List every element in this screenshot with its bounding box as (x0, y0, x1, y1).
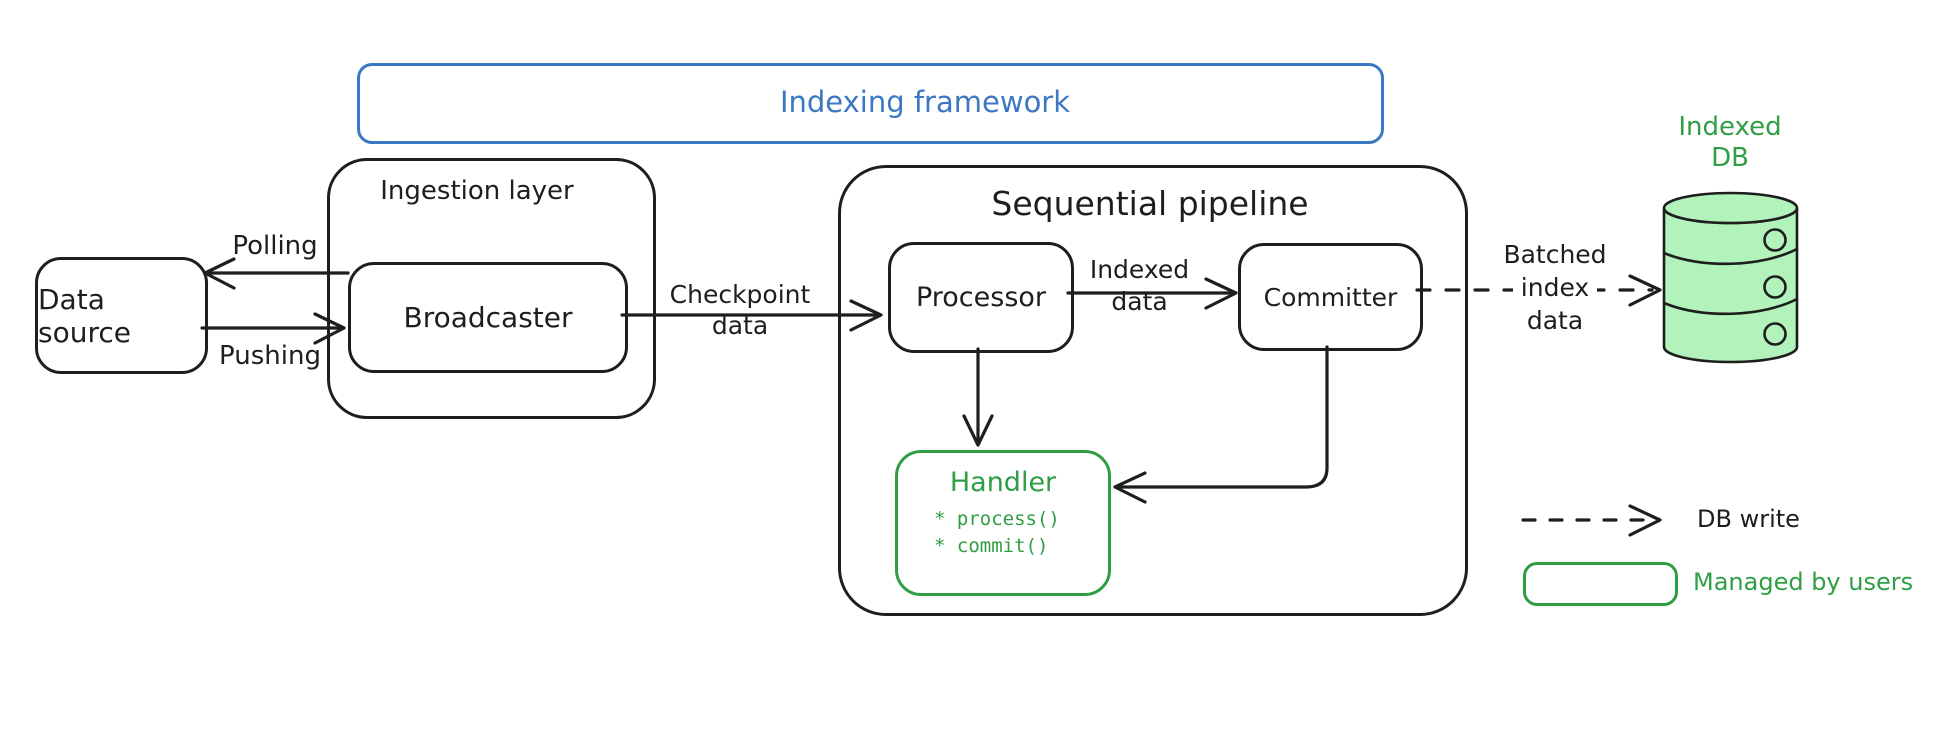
processor-node: Processor (888, 242, 1074, 353)
polling-label: Polling (232, 231, 318, 261)
ingestion-layer-frame (327, 158, 656, 419)
legend-managed-label: Managed by users (1693, 568, 1914, 596)
sequential-pipeline-title: Sequential pipeline (991, 184, 1309, 223)
data-source-label: Data source (38, 282, 131, 349)
indexing-framework-title: Indexing framework (779, 85, 1071, 119)
ingestion-layer-title: Ingestion layer (380, 176, 574, 206)
processor-label: Processor (915, 282, 1047, 313)
handler-method-process: * process() (934, 508, 1060, 530)
handler-method-commit: * commit() (934, 535, 1049, 557)
indexing-framework-frame (357, 63, 1384, 144)
checkpoint-data-label: Checkpoint data (669, 280, 811, 340)
processor-to-handler-arrow (962, 347, 994, 447)
broadcaster-node: Broadcaster (348, 262, 628, 373)
committer-node: Committer (1238, 243, 1423, 351)
indexed-db-label: Indexed DB (1678, 112, 1782, 173)
broadcaster-label: Broadcaster (403, 301, 573, 334)
pushing-arrow (200, 312, 346, 345)
handler-node: Handler * process() * commit() (895, 450, 1111, 596)
pushing-label: Pushing (219, 341, 321, 371)
batched-index-data-label: Batched index data (1503, 240, 1607, 335)
committer-to-handler-arrow (1113, 345, 1329, 504)
data-source-node: Data source (35, 257, 208, 374)
legend-db-write-label: DB write (1697, 505, 1800, 533)
checkpoint-arrow (620, 299, 883, 332)
legend-db-write-arrow (1521, 504, 1662, 537)
indexed-data-label: Indexed data (1089, 255, 1190, 316)
indexed-data-arrow (1066, 277, 1238, 310)
database-icon (1662, 191, 1799, 364)
committer-label: Committer (1263, 282, 1398, 312)
legend-managed-box (1523, 562, 1678, 606)
sequential-pipeline-frame (838, 165, 1468, 616)
handler-title: Handler (949, 467, 1057, 498)
